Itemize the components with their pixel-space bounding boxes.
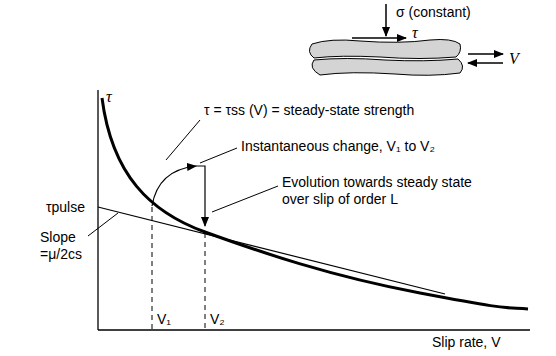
velocity-symbol: V [509, 50, 519, 67]
velocity-arrow [468, 62, 503, 63]
stress-arrow [385, 4, 387, 36]
slope-label: Slope =μ/2cs [40, 229, 96, 263]
pulse-line [98, 207, 445, 294]
steady-state-curve [102, 98, 528, 309]
curve-label: τ = τss (V) = steady-state strength [204, 102, 414, 119]
axis-label: τ [106, 88, 112, 105]
axis-label: Slip rate, V [432, 334, 500, 351]
intercept-label: τpulse [46, 199, 85, 216]
v2-guide [205, 233, 206, 330]
v1-guide [152, 207, 153, 330]
stress-label: σ (constant) [396, 4, 471, 21]
shear-symbol: τ [412, 24, 418, 41]
velocity-arrow [468, 53, 503, 54]
upper-block [309, 40, 460, 59]
jump-path [152, 166, 196, 206]
x-axis [98, 329, 530, 330]
y-axis [97, 90, 98, 330]
tick-label: V₁ [157, 311, 171, 328]
leader-line [166, 120, 200, 160]
evolution-label: Evolution towards steady state over slip… [282, 174, 472, 208]
shear-arrow [352, 37, 406, 39]
leader-line [88, 213, 118, 236]
evolution-path [196, 166, 205, 226]
lower-block [312, 59, 463, 76]
leader-line [212, 186, 278, 212]
jump-label: Instantaneous change, V₁ to V₂ [241, 138, 435, 155]
tick-label: V₂ [210, 311, 225, 328]
leader-line [200, 148, 237, 163]
